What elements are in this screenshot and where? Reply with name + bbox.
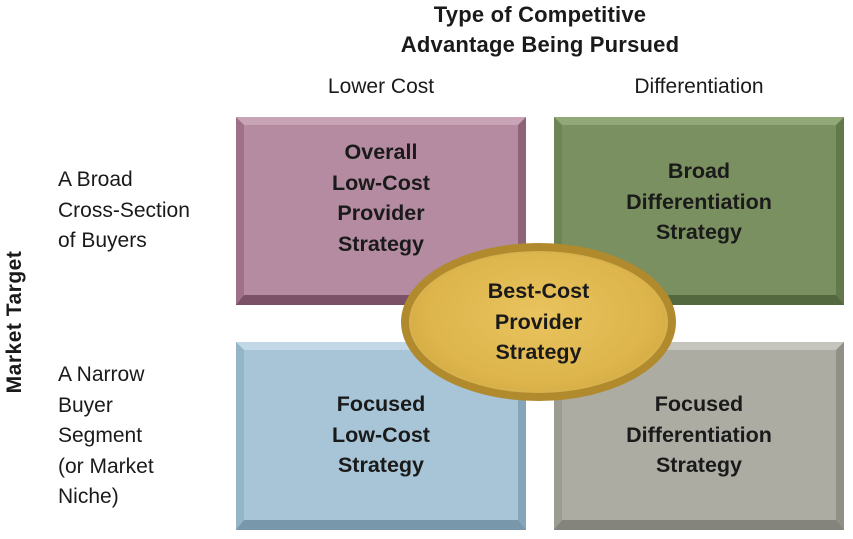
box-focused-low-line-2: Low-Cost [332, 422, 430, 447]
row-label-narrow-line-5: Niche) [58, 485, 119, 508]
ellipse-line-2: Provider [494, 309, 583, 334]
row-label-narrow-line-2: Buyer [58, 393, 113, 417]
title-line-1: Type of Competitive [433, 2, 647, 27]
box-broad-diff-line-1: Broad [667, 159, 731, 184]
axis-label-market-target: Market Target [3, 250, 26, 394]
column-label-lower-cost: Lower Cost [327, 75, 435, 98]
box-overall-line-1: Overall [344, 140, 418, 164]
box-overall-line-2: Low-Cost [332, 170, 430, 195]
box-focused-diff-line-1: Focused [654, 392, 744, 417]
row-label-broad-line-1: A Broad [58, 168, 133, 191]
box-focused-low-cost-strategy: Focused Low-Cost Strategy [236, 342, 526, 530]
box-focused-diff-line-2: Differentiation [626, 422, 772, 447]
box-focused-low-line-3: Strategy [337, 453, 425, 478]
title-line-2: Advantage Being Pursued [400, 32, 680, 57]
column-label-differentiation: Differentiation [634, 75, 764, 98]
box-broad-differentiation-strategy: Broad Differentiation Strategy [554, 117, 844, 305]
row-label-narrow-line-1: A Narrow [58, 363, 145, 386]
diagram-title: Type of Competitive Advantage Being Purs… [330, 0, 750, 60]
box-overall-line-3: Provider [337, 201, 425, 225]
row-label-narrow-line-3: Segment [58, 424, 143, 447]
box-focused-diff-line-3: Strategy [655, 453, 743, 478]
box-broad-diff-line-3: Strategy [655, 220, 743, 245]
box-overall-low-cost-provider-strategy: Overall Low-Cost Provider Strategy [236, 117, 526, 305]
ellipse-best-cost-provider-strategy: Best-Cost Provider Strategy [401, 243, 676, 401]
ellipse-line-1: Best-Cost [487, 279, 590, 304]
row-label-broad-line-2: Cross-Section [58, 198, 190, 222]
row-label-narrow-line-4: (or Market [58, 454, 154, 478]
ellipse-line-3: Strategy [495, 340, 582, 365]
row-label-broad: A Broad Cross-Section of Buyers [58, 165, 190, 257]
box-focused-low-line-1: Focused [336, 392, 426, 417]
box-overall-line-4: Strategy [337, 231, 425, 256]
box-broad-diff-line-2: Differentiation [626, 189, 772, 214]
row-label-narrow: A Narrow Buyer Segment (or Market Niche) [58, 360, 154, 513]
row-label-broad-line-3: of Buyers [58, 229, 147, 252]
